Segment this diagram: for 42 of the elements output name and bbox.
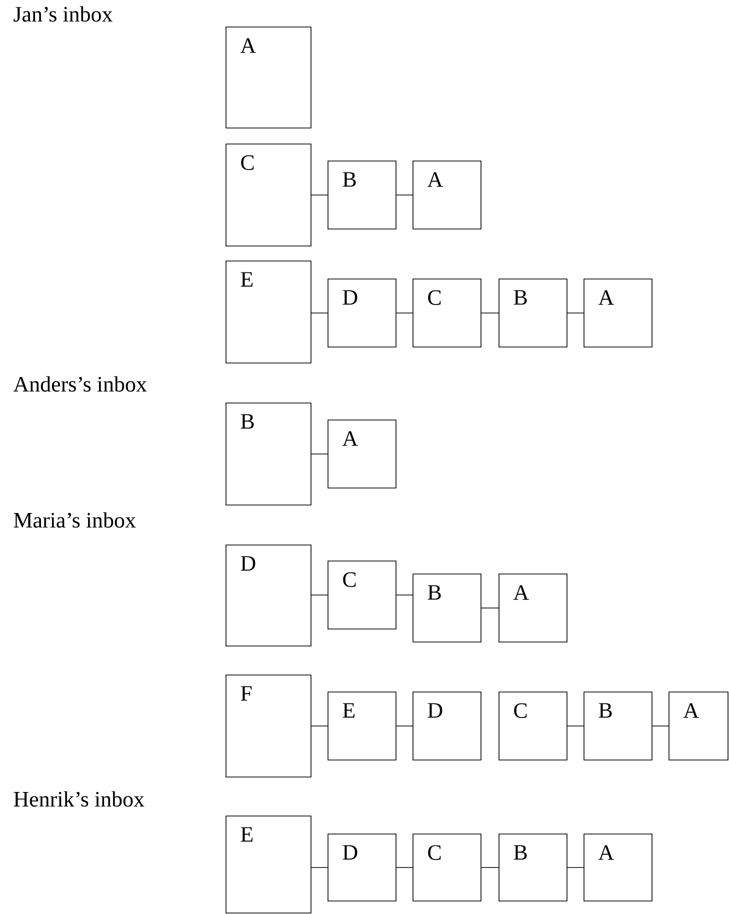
message-box: C	[328, 560, 396, 630]
message-box: A	[226, 26, 312, 128]
connector-line	[480, 312, 500, 314]
message-box: B	[584, 692, 652, 760]
message-box: C	[412, 834, 482, 902]
connector-line	[310, 867, 328, 868]
message-box: B	[226, 402, 312, 506]
inbox-heading: Maria’s inbox	[14, 512, 136, 528]
connector-line	[566, 312, 584, 314]
message-box: B	[328, 160, 396, 230]
message-box: D	[226, 544, 312, 646]
message-box: D	[412, 692, 482, 760]
connector-line	[310, 312, 328, 314]
message-box: B	[412, 574, 482, 642]
message-box: A	[498, 574, 568, 642]
message-box: B	[498, 834, 568, 902]
message-box: A	[584, 834, 652, 902]
message-box: F	[226, 674, 312, 778]
connector-line	[310, 194, 328, 196]
connector-line	[310, 594, 328, 596]
message-box: A	[412, 160, 482, 230]
message-box: D	[328, 278, 396, 348]
connector-line	[566, 867, 584, 868]
message-box: C	[226, 144, 312, 246]
message-box: A	[328, 420, 396, 488]
connector-line	[396, 867, 414, 868]
message-box: D	[328, 834, 396, 902]
message-box: E	[226, 816, 312, 914]
message-box: E	[226, 260, 312, 364]
message-box: A	[584, 278, 652, 348]
message-box: E	[328, 692, 396, 760]
inbox-heading: Jan’s inbox	[14, 6, 113, 22]
inbox-heading: Anders’s inbox	[13, 376, 147, 392]
connector-line	[396, 194, 414, 196]
message-box: C	[498, 692, 568, 760]
connector-line	[396, 594, 414, 596]
message-box: B	[498, 278, 568, 348]
connector-line	[480, 867, 500, 868]
inbox-heading: Henrik’s inbox	[14, 791, 144, 807]
message-box: A	[668, 692, 728, 760]
message-box: C	[412, 278, 482, 348]
connector-line	[396, 312, 414, 314]
